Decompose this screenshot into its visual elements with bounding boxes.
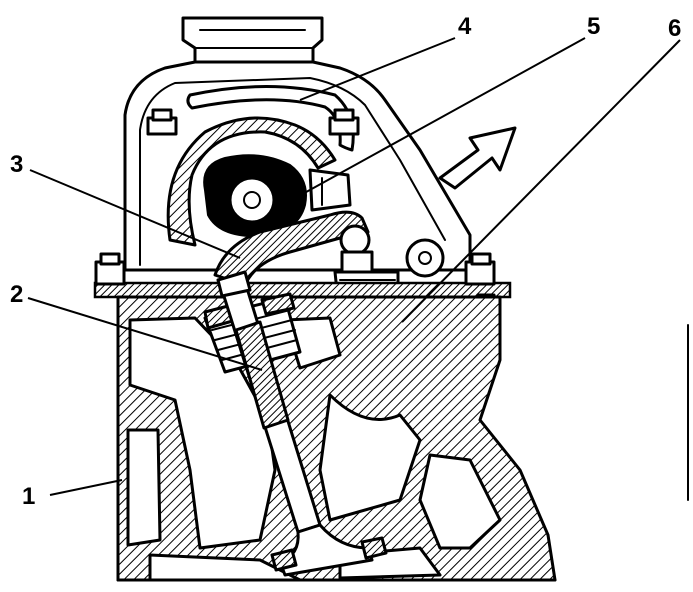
callout-6: 6 xyxy=(668,15,681,42)
oil-baffle-4 xyxy=(186,85,355,152)
leader-3 xyxy=(29,169,241,259)
callout-3: 3 xyxy=(10,151,23,178)
callout-2: 2 xyxy=(10,281,23,308)
leader-4 xyxy=(299,37,456,101)
leader-5 xyxy=(269,37,586,213)
head-gasket xyxy=(93,281,512,299)
callout-5: 5 xyxy=(587,13,600,40)
rocker-shaft-roller xyxy=(405,238,445,278)
leader-2 xyxy=(27,297,263,371)
cover-bolt-left xyxy=(146,108,178,136)
valve-2 xyxy=(216,270,374,577)
callout-4: 4 xyxy=(458,13,472,40)
camshaft-bearing-housing xyxy=(166,116,337,247)
head-bolt-left xyxy=(94,252,126,286)
leader-6 xyxy=(401,39,681,323)
callout-1: 1 xyxy=(22,483,35,510)
leader-lines xyxy=(27,37,681,496)
direction-arrow-icon xyxy=(438,126,517,190)
leader-1 xyxy=(49,479,123,496)
cover-bolt-right xyxy=(328,108,360,136)
rocker-arm xyxy=(213,210,370,287)
callout-labels: 1 2 3 4 5 6 xyxy=(10,13,681,510)
camshaft-5 xyxy=(203,154,352,238)
valve-seat xyxy=(270,536,388,572)
